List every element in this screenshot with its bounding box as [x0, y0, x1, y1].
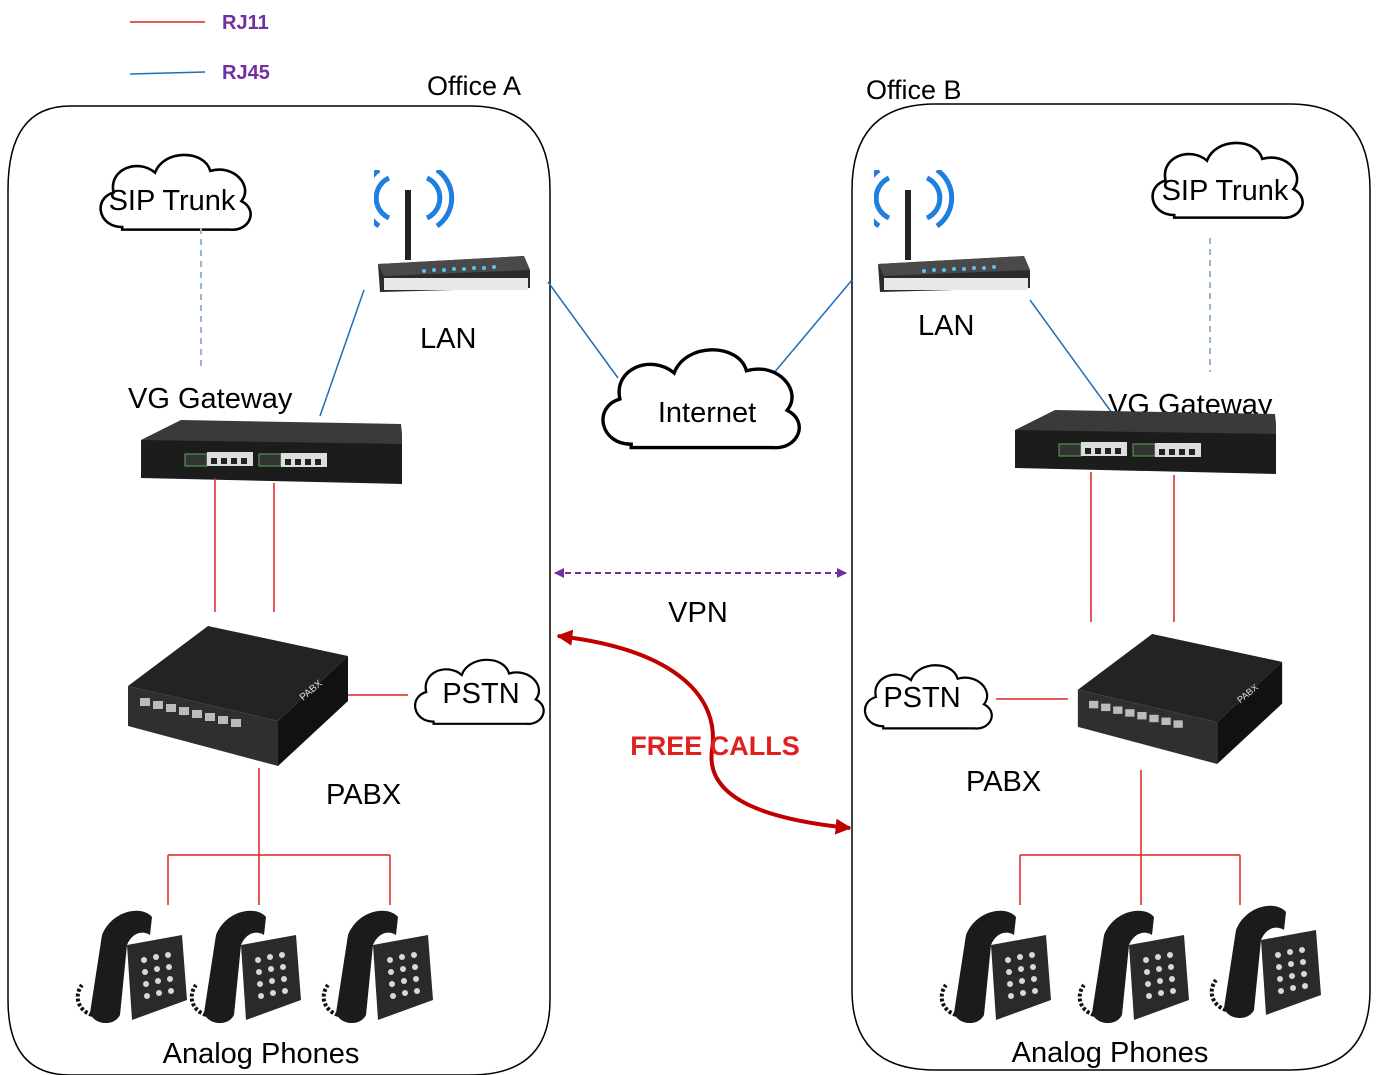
office-b-telephone-icon-2 — [1077, 908, 1191, 1026]
rj45-legend-label: RJ45 — [222, 62, 270, 84]
office-b-voip-gateway-icon — [1014, 410, 1276, 475]
office-a-gateway-label: VG Gateway — [128, 383, 293, 415]
rj45-legend-line — [129, 71, 206, 75]
free-calls-label: FREE CALLS — [630, 731, 800, 761]
office-b-title: Office B — [866, 75, 962, 105]
office-b-lan-gateway-link — [1029, 299, 1113, 414]
office-b-telephone-icon-1 — [939, 908, 1053, 1026]
office-a-telephone-icon-3 — [321, 908, 435, 1026]
office-b-sip-trunk-label: SIP Trunk — [1162, 175, 1289, 207]
office-b-pstn-label: PSTN — [883, 682, 960, 714]
rj11-legend-label: RJ11 — [222, 12, 269, 34]
vpn-label: VPN — [668, 597, 728, 629]
office-b-phones-label: Analog Phones — [1012, 1037, 1209, 1069]
office-b-wifi-router-icon — [864, 170, 1030, 292]
office-a-pabx-label: PABX — [326, 779, 401, 811]
office-a-lan-label: LAN — [420, 323, 476, 355]
office-a-telephone-icon-2 — [189, 908, 303, 1026]
office-b-lan-label: LAN — [918, 310, 974, 342]
office-a-voip-gateway-icon — [140, 420, 402, 485]
office-a-lan-gateway-link — [319, 289, 365, 417]
office-b-pabx-label: PABX — [966, 766, 1041, 798]
office-a-internet-link — [547, 281, 619, 379]
office-a-pstn-label: PSTN — [442, 678, 519, 710]
office-a-pabx-icon — [128, 626, 348, 766]
internet-label: Internet — [658, 397, 756, 429]
office-a-wifi-router-icon — [364, 170, 530, 292]
office-a-sip-trunk-label: SIP Trunk — [109, 185, 236, 217]
office-b-pabx-icon — [1077, 634, 1283, 764]
office-b-internet-link — [767, 279, 853, 381]
office-b-telephone-icon-3 — [1209, 903, 1323, 1021]
office-a-title: Office A — [427, 71, 521, 101]
office-a-phones-label: Analog Phones — [163, 1038, 360, 1070]
office-b-boundary — [851, 103, 1371, 1071]
office-a-telephone-icon-1 — [75, 908, 189, 1026]
office-a-boundary — [7, 105, 551, 1075]
free-calls-arrow — [556, 629, 852, 835]
